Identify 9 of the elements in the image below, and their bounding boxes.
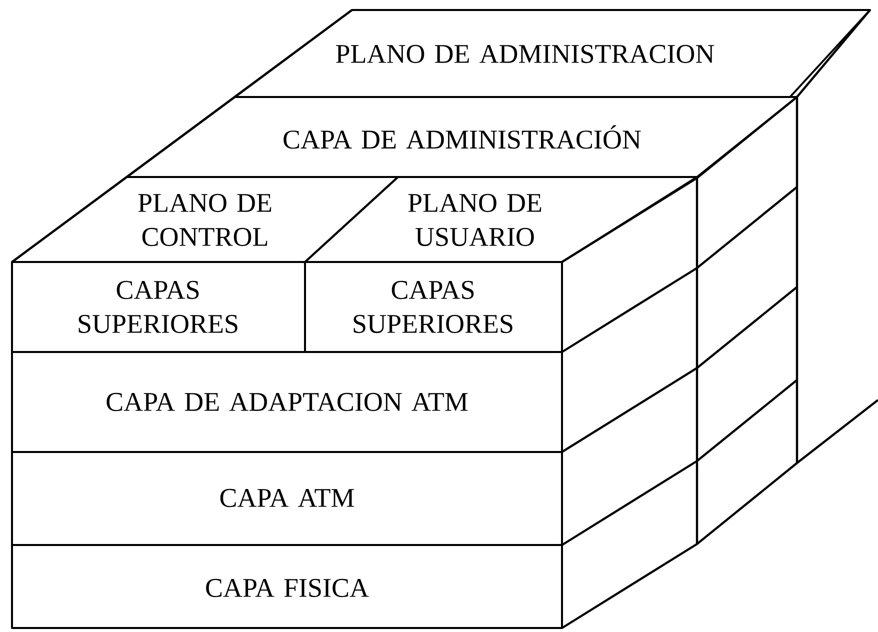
layer-box: CAPAS SUPERIORES bbox=[304, 261, 563, 353]
plane-face: PLANO DE USUARIO bbox=[304, 176, 698, 263]
layer-box: CAPA ATM bbox=[11, 451, 563, 546]
layer-box: CAPA FISICA bbox=[11, 544, 563, 629]
layer-box: CAPA DE ADAPTACION ATM bbox=[11, 351, 563, 453]
layer-box: CAPAS SUPERIORES bbox=[11, 261, 306, 353]
plane-band: PLANO DE ADMINISTRACION bbox=[234, 9, 871, 98]
layer-band: CAPA DE ADMINISTRACIÓN bbox=[126, 96, 798, 178]
plane-face: PLANO DE CONTROL bbox=[11, 176, 399, 263]
